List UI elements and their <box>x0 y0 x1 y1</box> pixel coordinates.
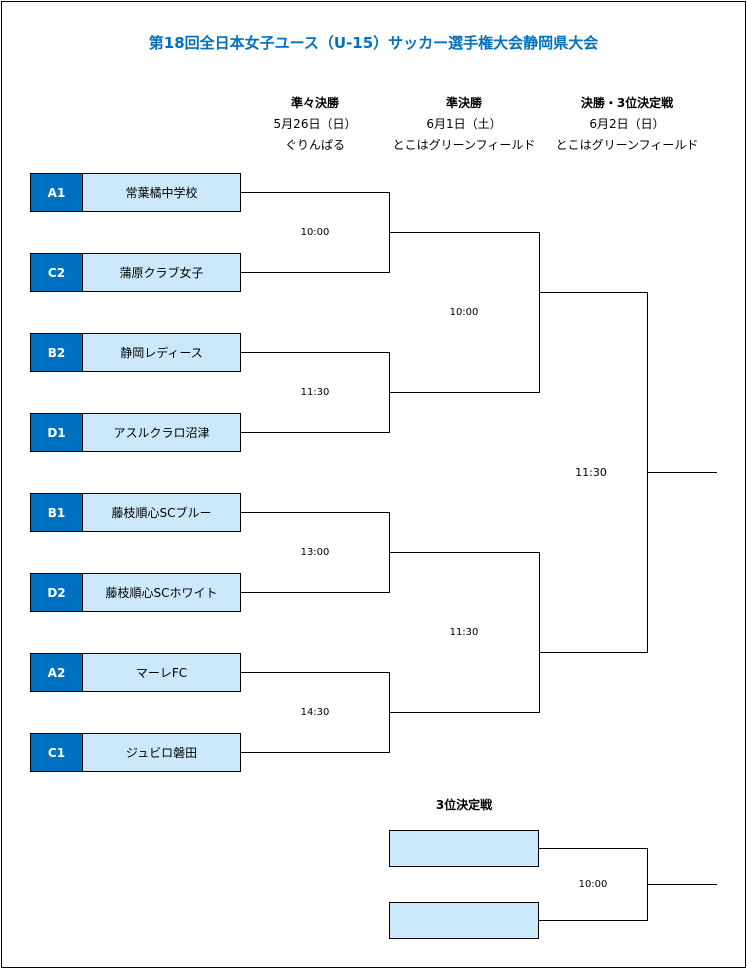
match-time-qf3: 13:00 <box>300 547 330 558</box>
team-name: ジュビロ磐田 <box>83 733 241 772</box>
seed-label: A2 <box>30 653 83 692</box>
match-time-qf2: 11:30 <box>300 387 330 398</box>
round-date: 6月2日（日） <box>589 117 665 131</box>
round-name: 準決勝 <box>445 96 482 110</box>
round-venue: とこはグリーンフィールド <box>555 138 699 152</box>
match-time-qf1: 10:00 <box>300 227 330 238</box>
third-place-slot-1 <box>389 830 539 867</box>
round-date: 6月1日（土） <box>426 117 502 131</box>
page-title: 第18回全日本女子ユース（U-15）サッカー選手権大会静岡県大会 <box>148 34 599 52</box>
round-header-sf: 準決勝 6月1日（土） とこはグリーンフィールド <box>389 93 539 156</box>
third-place-heading: 3位決定戦 <box>435 798 493 812</box>
seed-label: B2 <box>30 333 83 372</box>
third-place-slot-2 <box>389 902 539 939</box>
round-name: 決勝・3位決定戦 <box>580 96 674 110</box>
round-venue: とこはグリーンフィールド <box>392 138 536 152</box>
match-time-third: 10:00 <box>578 879 608 890</box>
seed-label: D1 <box>30 413 83 452</box>
round-date: 5月26日（日） <box>273 117 357 131</box>
round-name: 準々決勝 <box>290 96 339 110</box>
team-name: 常葉橘中学校 <box>83 173 241 212</box>
seed-label: C2 <box>30 253 83 292</box>
match-time-sf2: 11:30 <box>449 627 479 638</box>
team-name: 藤枝順心SCブルー <box>83 493 241 532</box>
round-venue: ぐりんぱる <box>284 138 345 152</box>
seed-label: B1 <box>30 493 83 532</box>
match-time-final: 11:30 <box>575 466 607 479</box>
match-time-sf1: 10:00 <box>449 307 479 318</box>
team-name: 蒲原クラブ女子 <box>83 253 241 292</box>
seed-label: D2 <box>30 573 83 612</box>
team-name: マーレFC <box>83 653 241 692</box>
team-name: 静岡レディース <box>83 333 241 372</box>
seed-label: A1 <box>30 173 83 212</box>
team-name: アスルクラロ沼津 <box>83 413 241 452</box>
round-header-qf: 準々決勝 5月26日（日） ぐりんぱる <box>255 93 375 156</box>
team-name: 藤枝順心SCホワイト <box>83 573 241 612</box>
round-header-final: 決勝・3位決定戦 6月2日（日） とこはグリーンフィールド <box>552 93 702 156</box>
seed-label: C1 <box>30 733 83 772</box>
match-time-qf4: 14:30 <box>300 707 330 718</box>
